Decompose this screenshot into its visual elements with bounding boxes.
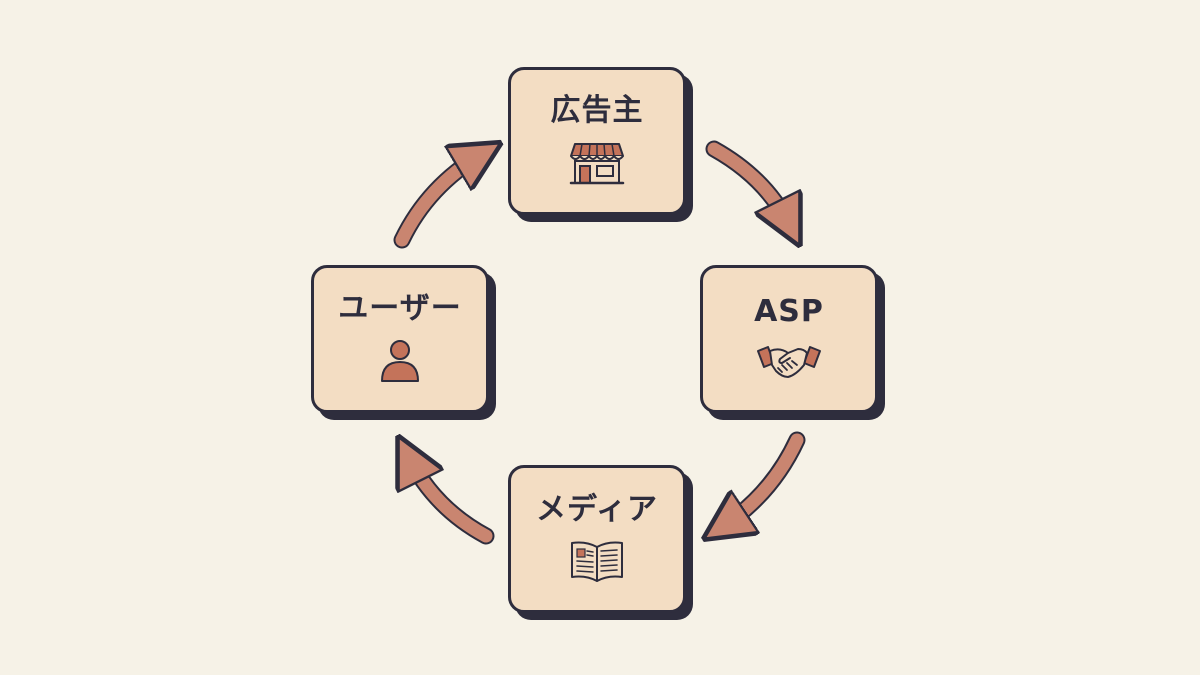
node-media: メディア <box>508 465 686 613</box>
arrow-asp-to-media <box>722 433 804 527</box>
open-book-icon <box>571 541 623 582</box>
node-advertiser: 広告主 <box>508 67 686 215</box>
arrow-media-to-user <box>408 456 493 543</box>
person-icon <box>381 340 419 382</box>
node-user-label: ユーザー <box>338 291 462 326</box>
node-media-label: メディア <box>536 492 658 527</box>
handshake-icon <box>757 346 821 378</box>
arrow-user-to-advertiser <box>395 154 482 247</box>
node-asp-label: ASP <box>754 294 824 329</box>
arrow-advertiser-to-asp <box>707 142 790 226</box>
node-asp: ASP <box>700 265 878 413</box>
storefront-icon <box>569 143 625 185</box>
node-advertiser-label: 広告主 <box>550 93 644 128</box>
node-user: ユーザー <box>311 265 489 413</box>
